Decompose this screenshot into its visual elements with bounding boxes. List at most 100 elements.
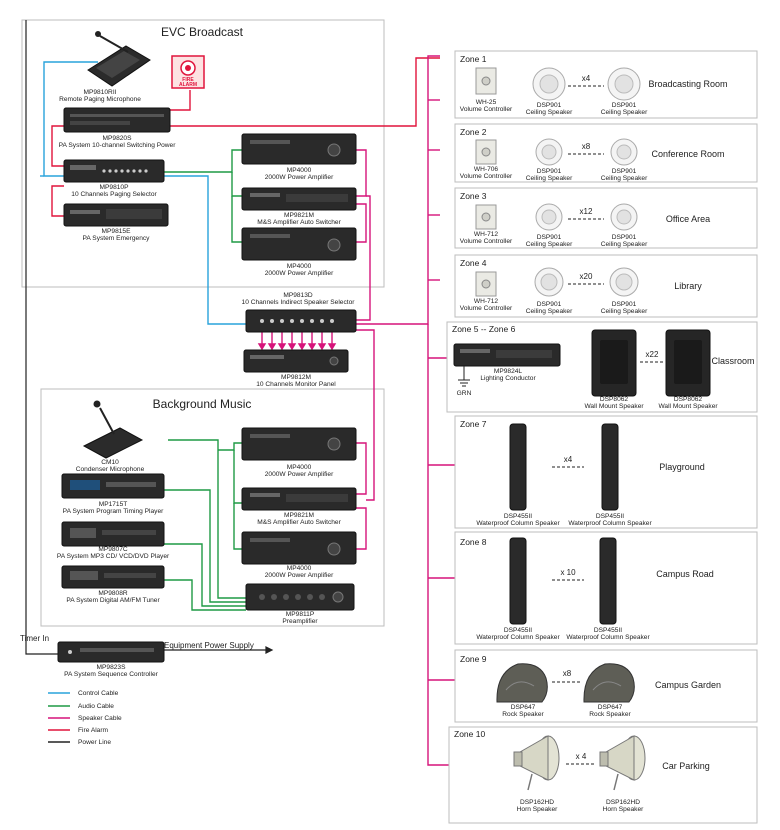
- cm-name: CM10: [101, 459, 119, 466]
- zone-title: Zone 3: [460, 191, 487, 201]
- timer-desc: PA System Program Timing Player: [63, 508, 164, 515]
- pre-desc: Preamplifier: [282, 618, 318, 625]
- monitor-panel-device: MP9812M 10 Channels Monitor Panel: [243, 349, 349, 388]
- legend-label-power: Power Line: [78, 739, 111, 746]
- speaker-desc-b: Wall Mount Speaker: [658, 403, 718, 410]
- emg-name: MP9815E: [102, 228, 132, 235]
- speaker-count: x8: [582, 142, 591, 151]
- speaker-name-a: DSP901: [537, 301, 562, 308]
- timing-player-device: MP1715T PA System Program Timing Player: [61, 473, 165, 515]
- ground-label: GRN: [457, 390, 472, 397]
- zone-title: Zone 10: [454, 729, 485, 739]
- zone-1: Zone 1 WH-25 Volume Controller DSP901 Ce…: [454, 50, 758, 119]
- speaker-name-b: DSP162HD: [606, 799, 640, 806]
- ms1-name: MP9821M: [284, 212, 314, 219]
- zone-7: Zone 7 DSP455II Waterproof Column Speake…: [454, 415, 758, 529]
- paging-selector-device: MP9810P 10 Channels Paging Selector: [63, 159, 165, 198]
- speaker-desc-b: Ceiling Speaker: [601, 175, 648, 182]
- zone-place: Classroom: [711, 356, 754, 366]
- controller-name: WH-25: [476, 99, 497, 106]
- speaker-desc-a: Rock Speaker: [502, 711, 544, 718]
- rock-speaker-icon: [496, 663, 548, 703]
- fire-alarm: FIRE ALARM: [171, 55, 205, 89]
- sel-desc: 10 Channels Indirect Speaker Selector: [242, 299, 356, 306]
- equipment-power-label: Equipment Power Supply: [164, 641, 254, 650]
- amp2-desc: 2000W Power Amplifier: [265, 270, 334, 277]
- zone-8: Zone 8 DSP455II Waterproof Column Speake…: [454, 531, 758, 645]
- speaker-count: x 4: [576, 752, 587, 761]
- speaker-count: x 10: [560, 568, 576, 577]
- zone-place: Conference Room: [651, 149, 724, 159]
- fire-label-2: ALARM: [179, 82, 197, 88]
- speaker-name-a: DSP901: [537, 102, 562, 109]
- controller-desc: Volume Controller: [460, 238, 513, 245]
- power-amplifier-3: MP4000 2000W Power Amplifier: [241, 427, 357, 478]
- speaker-desc-b: Ceiling Speaker: [601, 241, 648, 248]
- monitor-arrows: [257, 332, 337, 351]
- speaker-count: x4: [582, 74, 591, 83]
- amp2-name: MP4000: [287, 263, 312, 270]
- timer-in-label: Timer In: [20, 634, 49, 643]
- zone-place: Car Parking: [662, 761, 710, 771]
- speaker-name-a: DSP162HD: [520, 799, 554, 806]
- column-speaker-icon: [509, 537, 527, 625]
- zone-title: Zone 9: [460, 654, 487, 664]
- speaker-name-b: DSP901: [612, 102, 637, 109]
- controller-name: WH-706: [474, 166, 499, 173]
- power-amplifier-2: MP4000 2000W Power Amplifier: [241, 227, 357, 277]
- speaker-desc-b: Waterproof Column Speaker: [568, 520, 652, 527]
- horn-speaker-icon: [513, 735, 560, 791]
- speaker-name-a: DSP8062: [600, 396, 629, 403]
- remote-paging-microphone: MP9810RII Remote Paging Microphone: [59, 31, 151, 103]
- column-speaker-icon: [601, 423, 619, 511]
- speaker-name-a: DSP901: [537, 234, 562, 241]
- sw-desc: PA System 10-channel Switching Power: [59, 142, 177, 149]
- power-lines: [25, 20, 274, 655]
- zone-place: Office Area: [666, 214, 710, 224]
- timer-name: MP1715T: [99, 501, 128, 508]
- speaker-name-b: DSP647: [598, 704, 623, 711]
- column-speaker-icon: [599, 537, 617, 625]
- speaker-selector-device: MP9813D 10 Channels Indirect Speaker Sel…: [242, 292, 357, 333]
- speaker-name-a: DSP647: [511, 704, 536, 711]
- controller-name: WH-712: [474, 298, 499, 305]
- speaker-desc-b: Rock Speaker: [589, 711, 631, 718]
- speaker-name-b: DSP8062: [674, 396, 703, 403]
- zone-place: Library: [674, 281, 702, 291]
- power-amplifier-1: MP4000 2000W Power Amplifier: [241, 133, 357, 181]
- zone-5-6: Zone 5 -- Zone 6 MP9824L Lighting Conduc…: [446, 321, 758, 413]
- mon-desc: 10 Channels Monitor Panel: [256, 381, 336, 388]
- speaker-desc-b: Horn Speaker: [603, 806, 644, 813]
- speaker-count: x20: [580, 272, 593, 281]
- mon-name: MP9812M: [281, 374, 311, 381]
- power-amplifier-4: MP4000 2000W Power Amplifier: [241, 531, 357, 579]
- speaker-desc-b: Ceiling Speaker: [601, 109, 648, 116]
- pag-desc: 10 Channels Paging Selector: [71, 191, 157, 198]
- amp4-name: MP4000: [287, 565, 312, 572]
- amp3-name: MP4000: [287, 464, 312, 471]
- zone-place: Campus Road: [656, 569, 714, 579]
- device-name: MP9824L: [494, 368, 523, 375]
- legend-label-fire: Fire Alarm: [78, 727, 109, 734]
- amp4-desc: 2000W Power Amplifier: [265, 572, 334, 579]
- amp1-desc: 2000W Power Amplifier: [265, 174, 334, 181]
- preamplifier-device: MP9811P Preamplifier: [245, 583, 355, 625]
- ms1-desc: M&S Amplifier Auto Switcher: [257, 219, 341, 226]
- ms-switcher-2: MP9821M M&S Amplifier Auto Switcher: [241, 487, 357, 526]
- emg-desc: PA System Emergency: [83, 235, 151, 242]
- speaker-name-b: DSP455II: [596, 513, 624, 520]
- speaker-cables: [356, 55, 516, 766]
- speaker-name-b: DSP901: [612, 234, 637, 241]
- zone-place: Playground: [659, 462, 705, 472]
- speaker-desc-a: Waterproof Column Speaker: [476, 634, 560, 641]
- control-cables: [40, 61, 246, 325]
- mp3-player-device: MP9807C PA System MP3 CD/ VCD/DVD Player: [57, 521, 170, 560]
- speaker-name-a: DSP455II: [504, 513, 532, 520]
- speaker-desc-a: Waterproof Column Speaker: [476, 520, 560, 527]
- zone-title: Zone 2: [460, 127, 487, 137]
- speaker-desc-a: Ceiling Speaker: [526, 308, 573, 315]
- fire-label-1: FIRE: [182, 77, 194, 83]
- tuner-device: MP9808R PA System Digital AM/FM Tuner: [61, 565, 165, 604]
- cm-desc: Condenser Microphone: [76, 466, 145, 473]
